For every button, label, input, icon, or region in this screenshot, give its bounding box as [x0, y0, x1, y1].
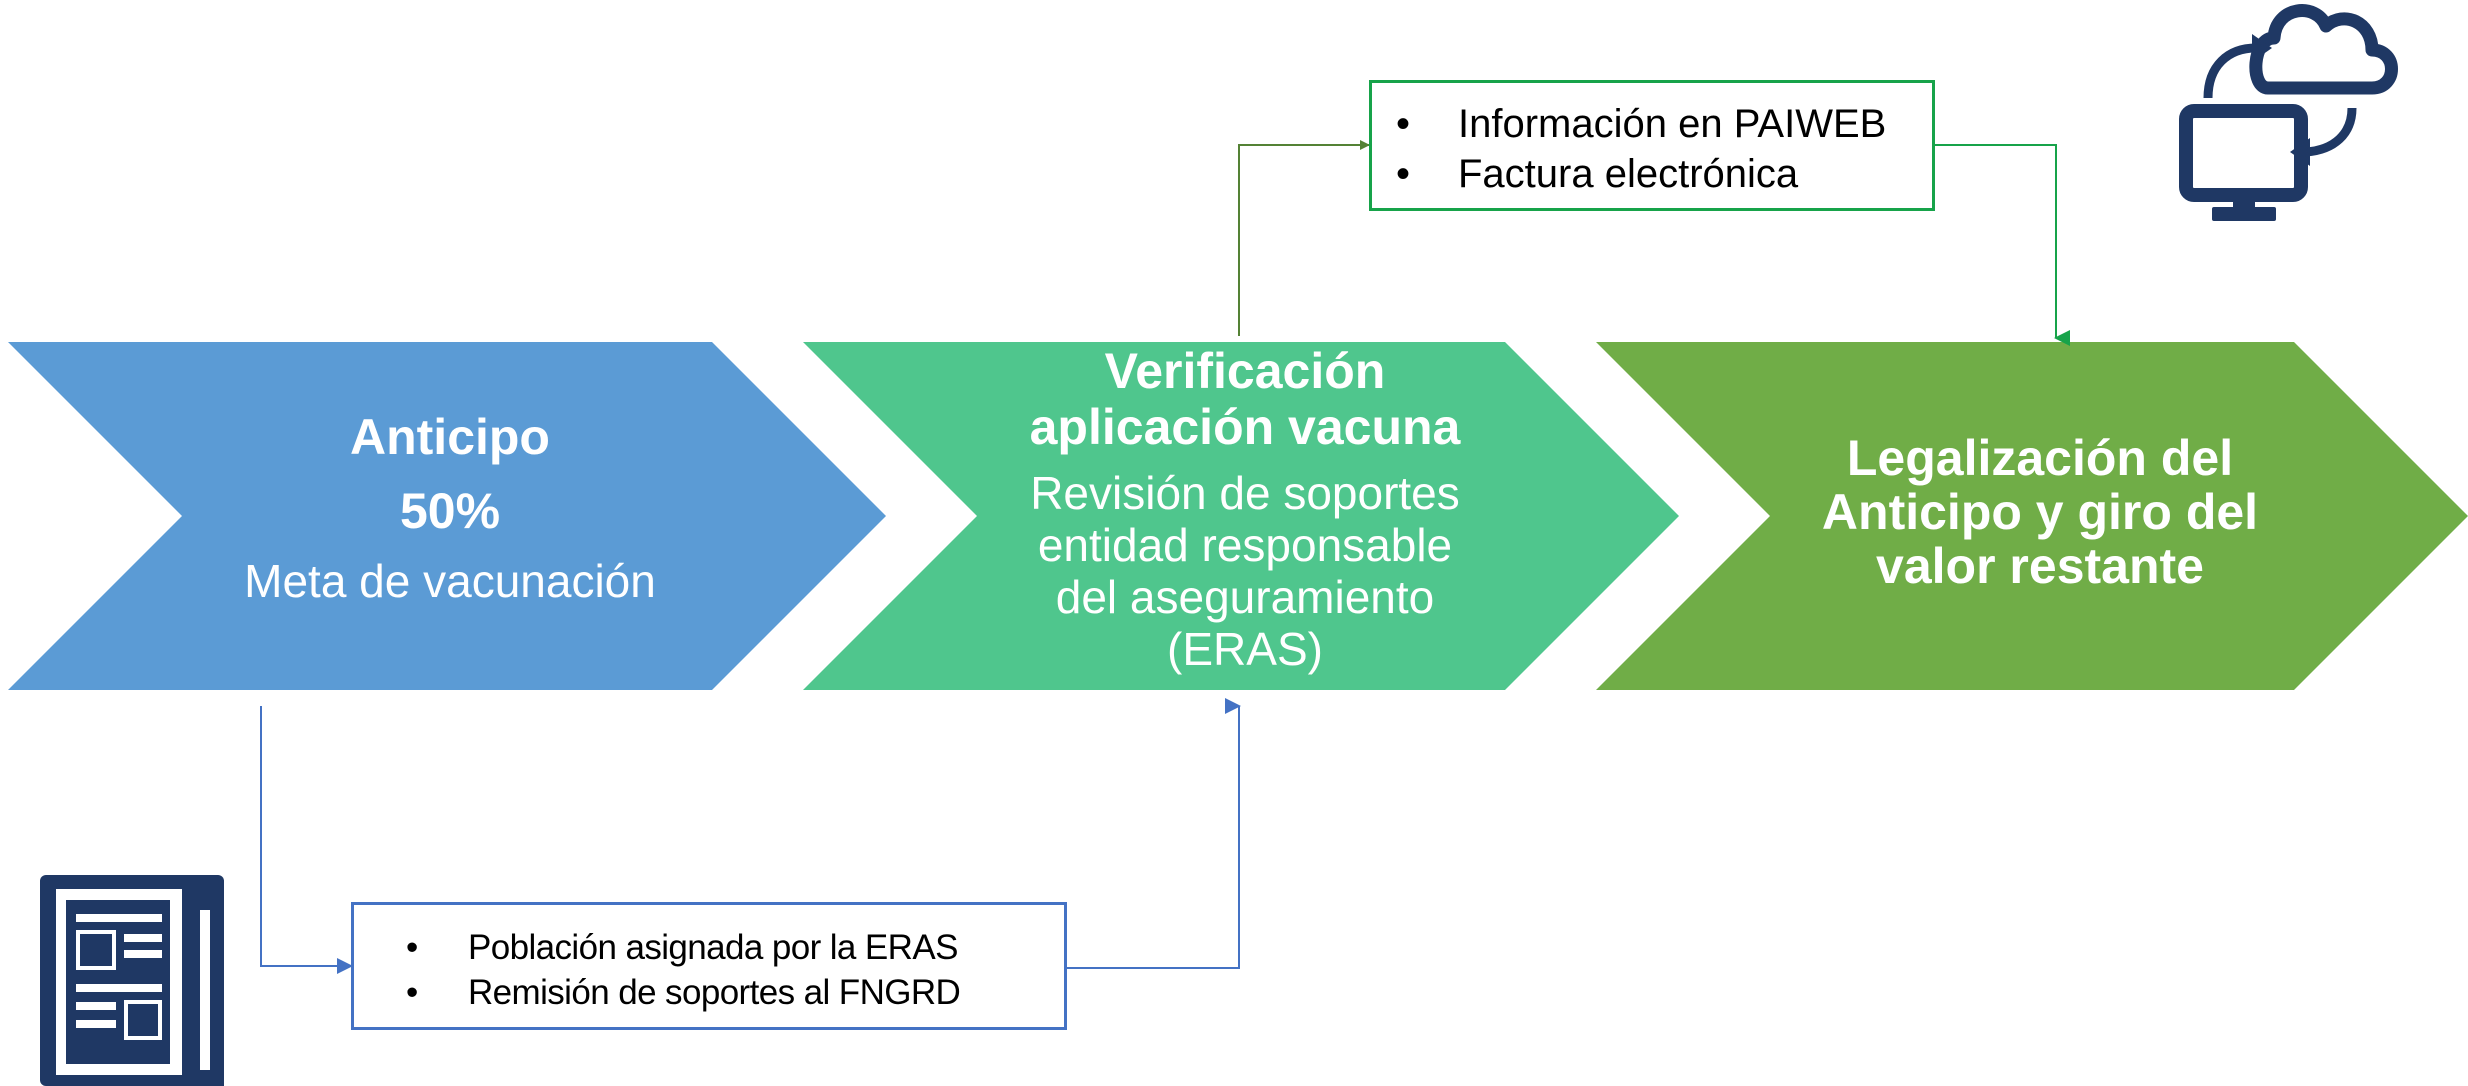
connector-anticipo-to-bottom-box [260, 706, 353, 974]
step-anticipo-text: Anticipo 50% Meta de vacunación [180, 412, 720, 604]
connector-verificacion-to-top-box [1238, 140, 1370, 336]
step-anticipo-percent: 50% [399, 483, 501, 539]
connector-top-box-to-legalizacion [1935, 144, 2070, 346]
connector-bottom-box-to-verificacion [1067, 698, 1241, 969]
step-verificacion-title-line2: aplicación vacuna [1029, 399, 1461, 455]
list-item: Remisión de soportes al FNGRD [354, 970, 1064, 1015]
newspaper-icon [40, 875, 224, 1086]
list-item: Información en PAIWEB [1372, 99, 1932, 149]
step-legalizacion-title-line1: Legalización del [1846, 430, 2234, 486]
step-anticipo-detail: Meta de vacunación [244, 555, 656, 607]
step-anticipo-title: Anticipo [350, 409, 550, 465]
step-legalizacion-title-line2: Anticipo y giro del [1821, 484, 2259, 540]
step-legalizacion-chevron [1596, 342, 2468, 690]
list-item: Factura electrónica [1372, 149, 1932, 199]
computer-cloud-sync-icon [2179, 4, 2398, 221]
step-legalizacion-text: Legalización del Anticipo y giro del val… [1730, 433, 2350, 595]
step-anticipo-chevron [8, 342, 886, 690]
step-verificacion-chevron [803, 342, 1679, 690]
eras-support-box: Población asignada por la ERAS Remisión … [351, 902, 1067, 1030]
step-verificacion-title-line1: Verificación [1104, 343, 1386, 399]
step-verificacion-detail-line3: del aseguramiento [1055, 571, 1435, 623]
paiweb-invoice-box: Información en PAIWEB Factura electrónic… [1369, 80, 1935, 211]
paiweb-invoice-list: Información en PAIWEB Factura electrónic… [1372, 83, 1932, 199]
eras-support-list: Población asignada por la ERAS Remisión … [354, 905, 1064, 1015]
step-verificacion-detail-line4: (ERAS) [1167, 623, 1323, 675]
step-verificacion-detail-line2: entidad responsable [1037, 519, 1453, 571]
step-verificacion-text: Verificación aplicación vacuna Revisión … [950, 346, 1540, 678]
step-legalizacion-title-line3: valor restante [1876, 538, 2204, 594]
list-item: Población asignada por la ERAS [354, 925, 1064, 970]
step-verificacion-detail-line1: Revisión de soportes [1030, 467, 1460, 519]
